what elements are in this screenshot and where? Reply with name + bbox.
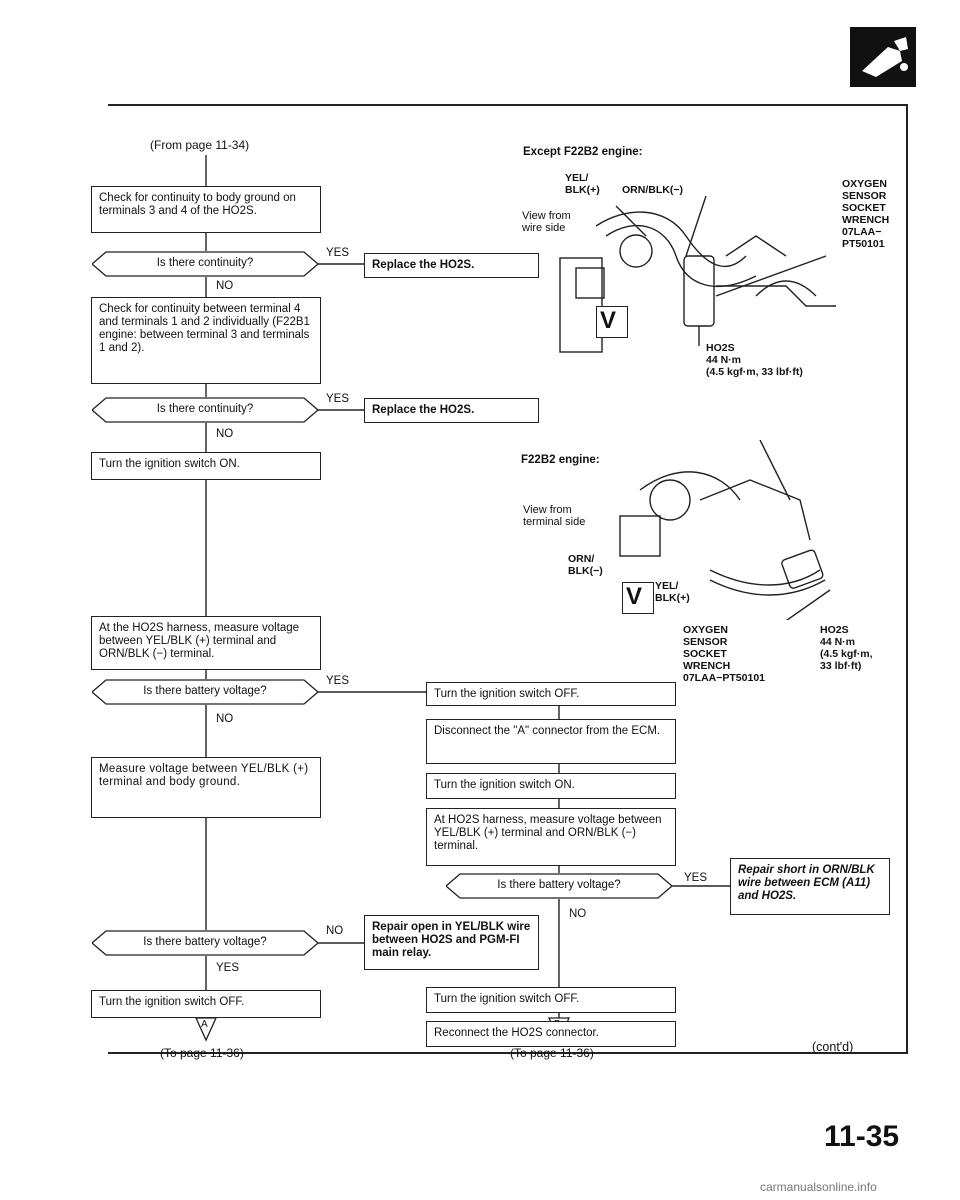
fig2-yel-blk-label: YEL/ BLK(+) (655, 580, 690, 604)
question-battery-voltage-2: Is there battery voltage? (92, 930, 318, 956)
step-disconnect-connector: Disconnect the "A" connector from the EC… (426, 719, 676, 764)
yes-label-4: YES (216, 962, 240, 974)
watermark: carmanualsonline.info (760, 1180, 877, 1194)
fig1-voltmeter-icon (596, 306, 628, 338)
yes-label-5: YES (684, 872, 708, 884)
fig2-orn-blk-label: ORN/ BLK(−) (568, 553, 603, 577)
step-ignition-off-left: Turn the ignition switch OFF. (91, 990, 321, 1018)
bottom-rule (108, 1052, 908, 1054)
to-page-a: (To page 11-36) (160, 1046, 244, 1060)
step-measure-body-ground: Measure voltage between YEL/BLK (+) term… (91, 757, 321, 818)
yes-label-2: YES (326, 393, 350, 405)
step-reconnect-ho2s: Reconnect the HO2S connector. (426, 1021, 676, 1047)
step-measure-harness-right: At HO2S harness, measure voltage between… (426, 808, 676, 866)
fig1-heading: Except F22B2 engine: (523, 146, 643, 158)
question-battery-voltage-3: Is there battery voltage? (446, 873, 672, 899)
connector-a-letter: A (201, 1019, 208, 1030)
no-label-1: NO (216, 280, 234, 292)
fig1-wrench-label: OXYGEN SENSOR SOCKET WRENCH 07LAA− PT501… (842, 178, 890, 250)
fig1-view-label: View from wire side (522, 210, 571, 234)
step-check-continuity-ground: Check for continuity to body ground on t… (91, 186, 321, 233)
yes-label-3: YES (326, 675, 350, 687)
no-label-5: NO (569, 908, 587, 920)
fig2-view-label: View from terminal side (523, 504, 586, 528)
step-ignition-on-right: Turn the ignition switch ON. (426, 773, 676, 799)
fig2-wrench-label: OXYGEN SENSOR SOCKET WRENCH 07LAA−PT5010… (683, 624, 766, 684)
fig2-voltmeter-icon (622, 582, 654, 614)
replace-ho2s-1: Replace the HO2S. (364, 253, 539, 278)
section-icon (850, 27, 916, 87)
fig2-voltmeter-label: V (626, 583, 643, 610)
no-label-3: NO (216, 713, 234, 725)
yes-label-1: YES (326, 247, 350, 259)
fig2-ho2s-label: HO2S 44 N·m (4.5 kgf·m, 33 lbf·ft) (820, 624, 873, 672)
right-rule (906, 104, 908, 1054)
fig1-voltmeter-label: V (600, 307, 617, 334)
to-page-b: (To page 11-36) (510, 1046, 594, 1060)
from-page-note: (From page 11-34) (150, 138, 250, 152)
no-label-2: NO (216, 428, 234, 440)
step-measure-harness: At the HO2S harness, measure voltage bet… (91, 616, 321, 670)
step-check-continuity-terminals: Check for continuity between terminal 4 … (91, 297, 321, 384)
contd-note: (cont'd) (812, 1040, 854, 1054)
question-continuity-2: Is there continuity? (92, 397, 318, 423)
top-rule (108, 104, 908, 106)
question-battery-voltage-1: Is there battery voltage? (92, 679, 318, 705)
no-label-4: NO (326, 925, 344, 937)
fig1-yel-blk-label: YEL/ BLK(+) (565, 172, 600, 196)
repair-open-yel-blk: Repair open in YEL/BLK wire between HO2S… (364, 915, 539, 970)
repair-short-orn-blk: Repair short in ORN/BLK wire between ECM… (730, 858, 890, 915)
fig2-illustration (619, 440, 831, 620)
step-ignition-on: Turn the ignition switch ON. (91, 452, 321, 480)
page-number: 11-35 (824, 1120, 900, 1153)
fig2-heading: F22B2 engine: (521, 454, 600, 466)
step-ignition-off-right-2: Turn the ignition switch OFF. (426, 987, 676, 1013)
fig1-orn-blk-label: ORN/BLK(−) (622, 184, 683, 196)
question-continuity-1: Is there continuity? (92, 251, 318, 277)
fig1-ho2s-label: HO2S 44 N·m (4.5 kgf·m, 33 lbf·ft) (706, 342, 803, 378)
step-ignition-off-right: Turn the ignition switch OFF. (426, 682, 676, 706)
fig1-illustration (559, 196, 836, 353)
replace-ho2s-2: Replace the HO2S. (364, 398, 539, 423)
